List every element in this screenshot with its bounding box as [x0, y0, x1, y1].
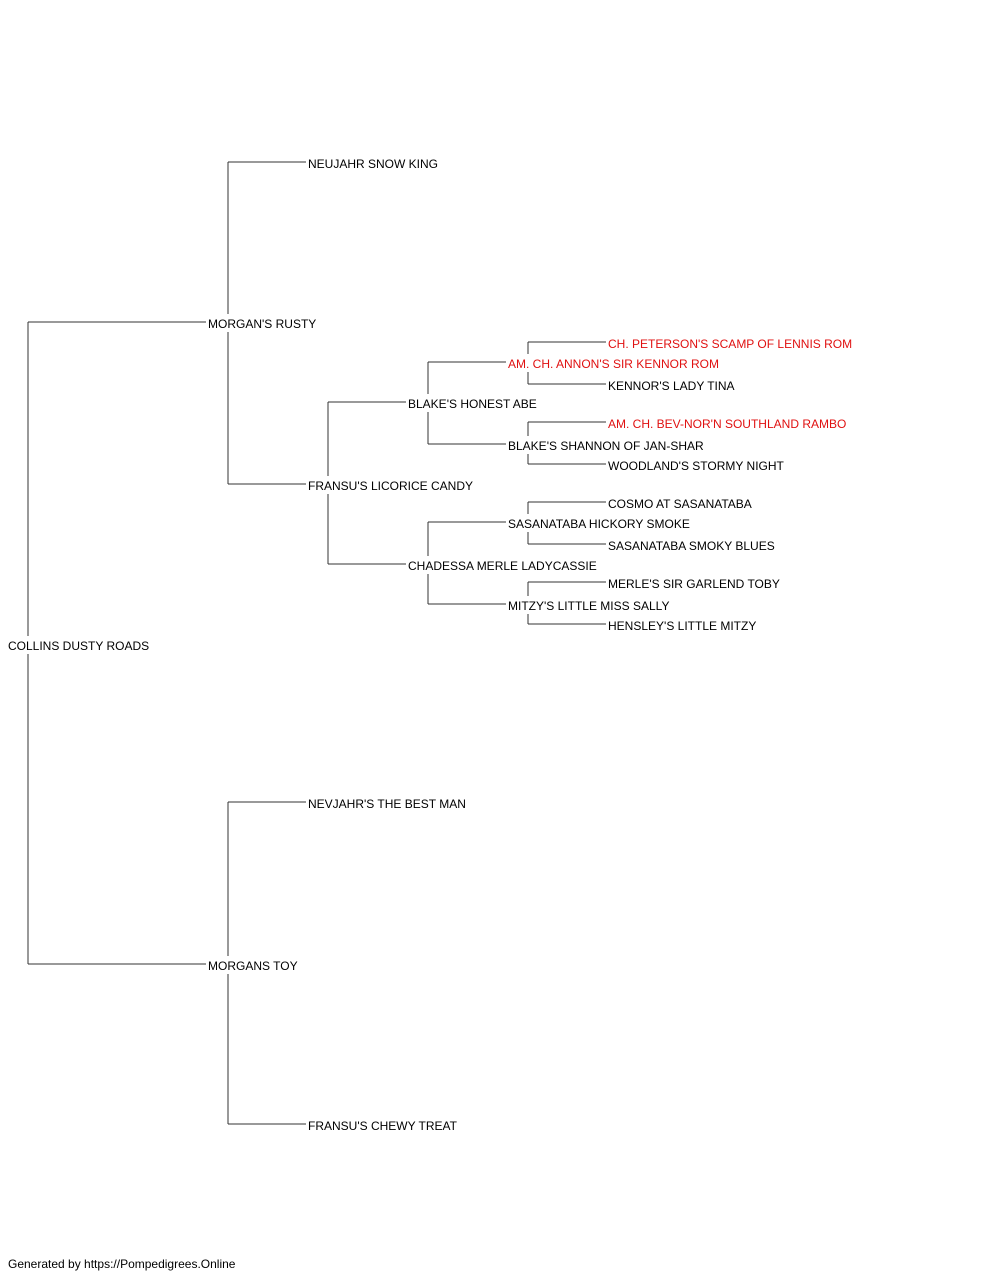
pedigree-name-am-ch-bev-norn-southland-rambo: AM. CH. BEV-NOR'N SOUTHLAND RAMBO: [608, 417, 846, 431]
pedigree-name-mitzys-little-miss-sally: MITZY'S LITTLE MISS SALLY: [508, 599, 669, 613]
pedigree-name-blakes-honest-abe: BLAKE'S HONEST ABE: [408, 397, 537, 411]
pedigree-name-neujahr-snow-king: NEUJAHR SNOW KING: [308, 157, 438, 171]
footer-credit: Generated by https://Pompedigrees.Online: [8, 1257, 236, 1271]
pedigree-name-sasanataba-hickory-smoke: SASANATABA HICKORY SMOKE: [508, 517, 690, 531]
pedigree-name-chadessa-merle-ladycassie: CHADESSA MERLE LADYCASSIE: [408, 559, 597, 573]
pedigree-name-am-ch-annons-sir-kennor-rom: AM. CH. ANNON'S SIR KENNOR ROM: [508, 357, 719, 371]
pedigree-name-ch-petersons-scamp-of-lennis-rom: CH. PETERSON'S SCAMP OF LENNIS ROM: [608, 337, 852, 351]
pedigree-name-merles-sir-garlend-toby: MERLE'S SIR GARLEND TOBY: [608, 577, 780, 591]
pedigree-name-hensleys-little-mitzy: HENSLEY'S LITTLE MITZY: [608, 619, 756, 633]
pedigree-name-fransus-licorice-candy: FRANSU'S LICORICE CANDY: [308, 479, 473, 493]
pedigree-name-cosmo-at-sasanataba: COSMO AT SASANATABA: [608, 497, 752, 511]
pedigree-name-collins-dusty-roads: COLLINS DUSTY ROADS: [8, 639, 149, 653]
pedigree-name-sasanataba-smoky-blues: SASANATABA SMOKY BLUES: [608, 539, 775, 553]
pedigree-name-nevjahrs-the-best-man: NEVJAHR'S THE BEST MAN: [308, 797, 466, 811]
pedigree-name-morgans-rusty: MORGAN'S RUSTY: [208, 317, 316, 331]
pedigree-name-blakes-shannon-of-jan-shar: BLAKE'S SHANNON OF JAN-SHAR: [508, 439, 704, 453]
pedigree-name-kennors-lady-tina: KENNOR'S LADY TINA: [608, 379, 735, 393]
pedigree-name-fransus-chewy-treat: FRANSU'S CHEWY TREAT: [308, 1119, 458, 1133]
pedigree-name-woodlands-stormy-night: WOODLAND'S STORMY NIGHT: [608, 459, 785, 473]
pedigree-name-morgans-toy: MORGANS TOY: [208, 959, 298, 973]
